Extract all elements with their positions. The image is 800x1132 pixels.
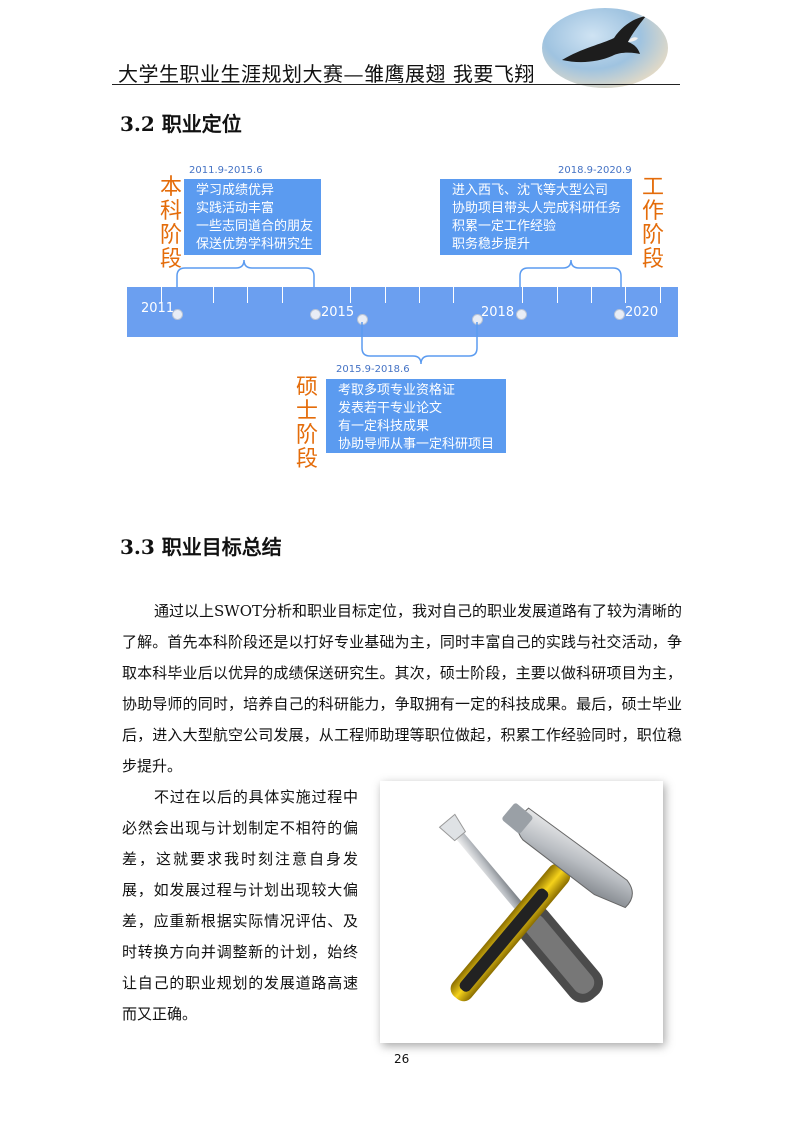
stage-range-work: 2018.9-2020.9	[558, 165, 632, 176]
timeline-tick	[350, 287, 351, 303]
timeline-tick	[213, 287, 214, 303]
timeline-marker	[172, 309, 183, 320]
eagle-icon	[542, 8, 668, 88]
timeline-tick	[385, 287, 386, 303]
stage-label-masters: 硕士阶段	[295, 375, 318, 472]
stage-item: 协助导师从事一定科研项目	[338, 437, 495, 452]
timeline-tick	[522, 287, 523, 303]
section-title-career-positioning: 3.2 职业定位	[120, 112, 242, 136]
stage-item: 保送优势学科研究生	[196, 237, 314, 252]
section-title-career-goal-summary: 3.3 职业目标总结	[120, 535, 282, 559]
timeline-marker	[614, 309, 625, 320]
stage-item: 职务稳步提升	[452, 237, 531, 252]
timeline-year-2015: 2015	[321, 305, 355, 320]
timeline-tick	[161, 287, 162, 303]
stage-item: 实践活动丰富	[196, 201, 275, 216]
brace-undergraduate	[176, 259, 315, 288]
stage-range-undergraduate: 2011.9-2015.6	[189, 165, 263, 176]
stage-label-undergraduate: 本科阶段	[159, 175, 182, 272]
brace-work	[519, 259, 622, 288]
timeline-marker	[516, 309, 527, 320]
timeline-tick	[557, 287, 558, 303]
timeline-tick	[419, 287, 420, 303]
header-divider	[112, 84, 680, 85]
timeline-tick	[625, 287, 626, 303]
stage-range-masters: 2015.9-2018.6	[336, 364, 410, 375]
timeline-year-2018: 2018	[481, 305, 515, 320]
timeline-year-2020: 2020	[625, 305, 659, 320]
hammer-screwdriver-icon	[438, 803, 633, 1003]
timeline-bar: 2011 2015 2018 2020	[127, 287, 678, 337]
stage-item: 有一定科技成果	[338, 419, 430, 434]
header-title: 大学生职业生涯规划大赛—雏鹰展翅 我要飞翔	[118, 62, 535, 86]
page-number: 26	[394, 1052, 410, 1066]
timeline-tick	[247, 287, 248, 303]
stage-box-undergraduate: 学习成绩优异 实践活动丰富 一些志同道合的朋友 保送优势学科研究生	[184, 179, 321, 255]
timeline-tick	[282, 287, 283, 303]
stage-item: 协助项目带头人完成科研任务	[452, 201, 622, 216]
summary-paragraph: 通过以上SWOT分析和职业目标定位，我对自己的职业发展道路有了较为清晰的了解。首…	[122, 602, 682, 775]
stage-item: 学习成绩优异	[196, 183, 275, 198]
stage-item: 进入西飞、沈飞等大型公司	[452, 183, 609, 198]
brace-masters	[361, 322, 478, 365]
stage-item: 一些志同道合的朋友	[196, 219, 314, 234]
stage-box-masters: 考取多项专业资格证 发表若干专业论文 有一定科技成果 协助导师从事一定科研项目	[326, 379, 506, 453]
timeline-tick	[591, 287, 592, 303]
timeline-marker	[310, 309, 321, 320]
stage-label-work: 工作阶段	[641, 175, 664, 272]
stage-item: 考取多项专业资格证	[338, 383, 456, 398]
stage-box-work: 进入西飞、沈飞等大型公司 协助项目带头人完成科研任务 积累一定工作经验 职务稳步…	[440, 179, 632, 255]
stage-item: 发表若干专业论文	[338, 401, 443, 416]
deviation-paragraph: 不过在以后的具体实施过程中必然会出现与计划制定不相符的偏差，这就要求我时刻注意自…	[122, 788, 358, 1023]
timeline-tick	[453, 287, 454, 303]
timeline-tick	[660, 287, 661, 303]
stage-item: 积累一定工作经验	[452, 219, 557, 234]
timeline-year-2011: 2011	[141, 301, 175, 316]
tools-image	[380, 781, 663, 1043]
